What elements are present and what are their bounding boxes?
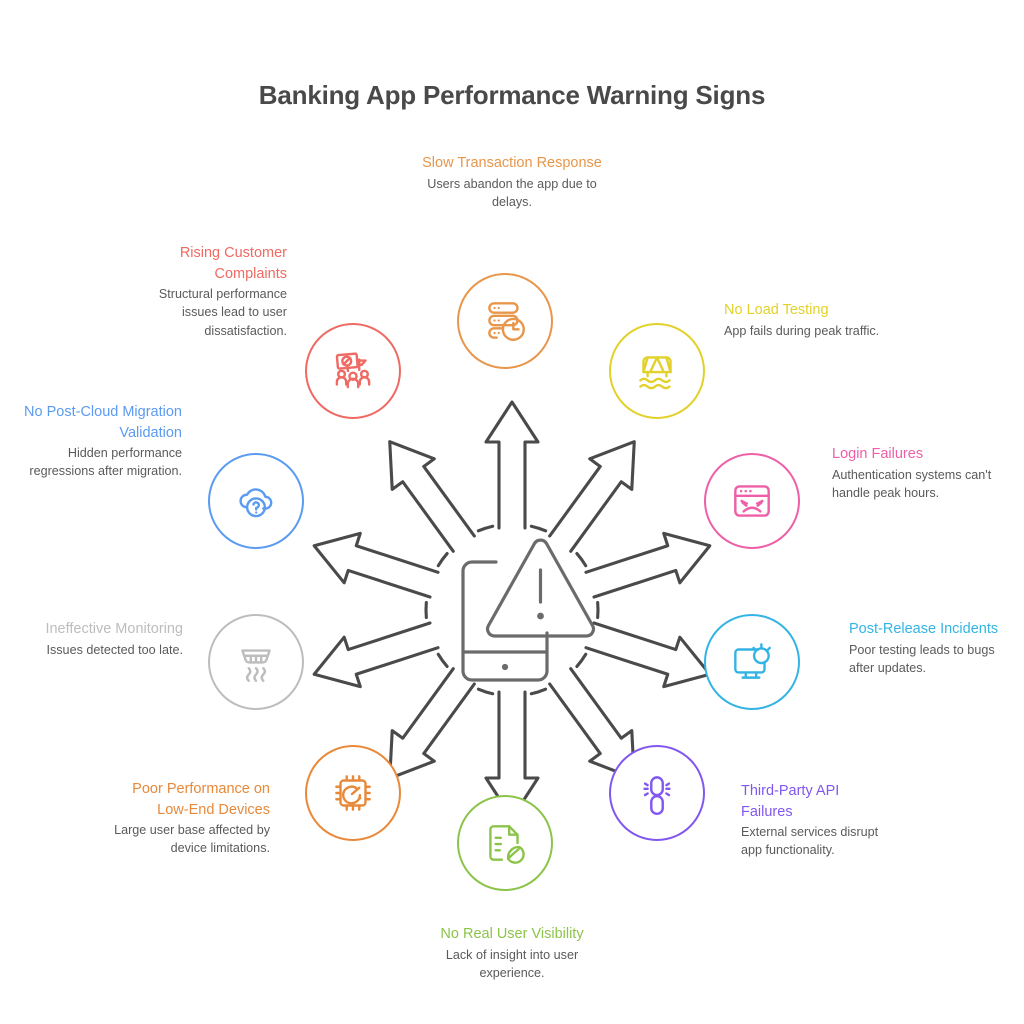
badge-poor-performance-low-end-devices[interactable] — [305, 745, 401, 841]
label-no-load-testing: No Load Testing App fails during peak tr… — [724, 300, 899, 340]
label-poor-performance-low-end-devices: Poor Performance on Low-End Devices Larg… — [105, 779, 270, 858]
label-post-release-incidents: Post-Release Incidents Poor testing lead… — [849, 619, 1014, 677]
label-description: Issues detected too late. — [46, 642, 183, 657]
label-title: No Post-Cloud Migration Validation — [24, 404, 182, 441]
badge-ineffective-monitoring[interactable] — [208, 614, 304, 710]
label-no-post-cloud-migration-validation: No Post-Cloud Migration Validation Hidde… — [22, 402, 182, 481]
label-title: Poor Performance on Low-End Devices — [132, 781, 270, 818]
bridge-water-icon — [639, 356, 672, 390]
label-title: No Real User Visibility — [440, 926, 584, 942]
badge-post-release-incidents[interactable] — [704, 614, 800, 710]
label-title: Third-Party API Failures — [741, 783, 840, 820]
label-title: Login Failures — [832, 446, 924, 462]
badge-rising-customer-complaints[interactable] — [305, 323, 401, 419]
label-title: Slow Transaction Response — [422, 155, 602, 171]
smartphone-warning-icon — [461, 538, 596, 682]
label-title: Rising Customer Complaints — [179, 245, 287, 282]
label-description: Users abandon the app due to delays. — [427, 176, 597, 209]
badge-no-load-testing[interactable] — [609, 323, 705, 419]
badge-slow-transaction-response[interactable] — [457, 273, 553, 369]
label-description: Structural performance issues lead to us… — [158, 287, 287, 338]
label-ineffective-monitoring: Ineffective Monitoring Issues detected t… — [18, 619, 183, 659]
label-rising-customer-complaints: Rising Customer Complaints Structural pe… — [124, 243, 287, 340]
broken-chain-link-icon — [643, 776, 671, 816]
badge-no-post-cloud-migration-validation[interactable] — [208, 453, 304, 549]
label-title: Ineffective Monitoring — [45, 621, 183, 637]
people-protest-sign-icon — [335, 352, 371, 389]
label-description: App fails during peak traffic. — [724, 323, 880, 338]
label-no-real-user-visibility: No Real User Visibility Lack of insight … — [417, 924, 607, 982]
smoke-detector-icon — [241, 649, 271, 682]
label-title: Post-Release Incidents — [849, 621, 999, 637]
label-slow-transaction-response: Slow Transaction Response Users abandon … — [417, 153, 607, 211]
label-description: Authentication systems can't handle peak… — [832, 467, 992, 500]
page-title: Banking App Performance Warning Signs — [258, 80, 766, 110]
label-description: Lack of insight into user experience. — [445, 947, 579, 980]
cpu-gauge-icon — [335, 775, 371, 811]
server-clock-icon — [488, 302, 525, 341]
browser-angry-face-icon — [734, 485, 770, 517]
monitor-bug-search-icon — [734, 643, 771, 679]
badge-third-party-api-failures[interactable] — [609, 745, 705, 841]
badge-login-failures[interactable] — [704, 453, 800, 549]
badge-no-real-user-visibility[interactable] — [457, 795, 553, 891]
label-description: Poor testing leads to bugs after updates… — [849, 642, 995, 675]
label-third-party-api-failures: Third-Party API Failures External servic… — [741, 781, 891, 860]
document-leaf-icon — [489, 825, 525, 864]
label-description: Hidden performance regressions after mig… — [29, 446, 182, 479]
label-description: Large user base affected by device limit… — [114, 823, 270, 856]
label-login-failures: Login Failures Authentication systems ca… — [832, 444, 1007, 502]
label-description: External services disrupt app functional… — [741, 825, 879, 858]
cloud-question-icon — [239, 488, 273, 518]
label-title: No Load Testing — [724, 302, 829, 318]
